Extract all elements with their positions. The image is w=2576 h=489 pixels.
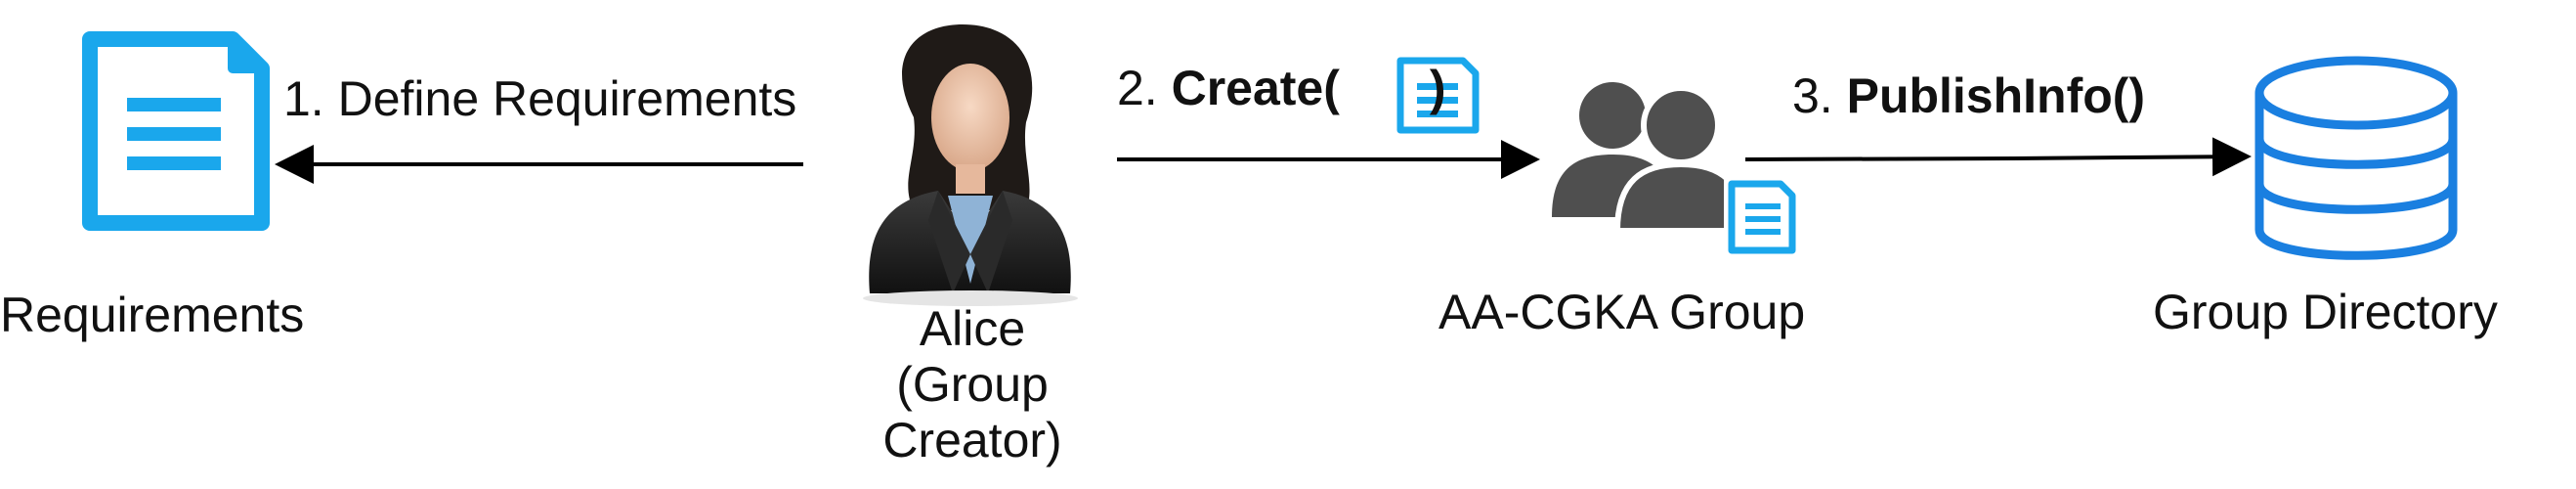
edge-label-create: 2. Create(): [1117, 61, 1446, 117]
businesswoman-avatar: [863, 24, 1078, 306]
user-group-icon: [1552, 82, 1798, 258]
node-label-requirements: Requirements: [0, 288, 305, 342]
publish-function-name: PublishInfo(): [1846, 68, 2146, 123]
publish-step-prefix: 3.: [1792, 68, 1847, 123]
alice-name: Alice: [919, 301, 1026, 356]
alice-role-line1: (Group: [896, 357, 1049, 412]
node-label-directory: Group Directory: [2153, 285, 2498, 339]
database-icon: [2254, 56, 2458, 260]
create-function-name: Create(: [1171, 61, 1340, 115]
create-step-prefix: 2.: [1117, 61, 1172, 115]
edge-label-publish-info: 3. PublishInfo(): [1792, 68, 2145, 125]
small-document-icon: [1396, 57, 1480, 134]
alice-role-line2: Creator): [882, 413, 1062, 467]
node-label-alice: Alice (Group Creator): [840, 301, 1104, 468]
edge-label-define-requirements: 1. Define Requirements: [283, 71, 797, 126]
node-label-group: AA-CGKA Group: [1438, 285, 1806, 339]
arrow-publish-info: [1744, 137, 2252, 177]
create-function-close: ): [1429, 61, 1446, 115]
document-icon: [82, 31, 270, 231]
